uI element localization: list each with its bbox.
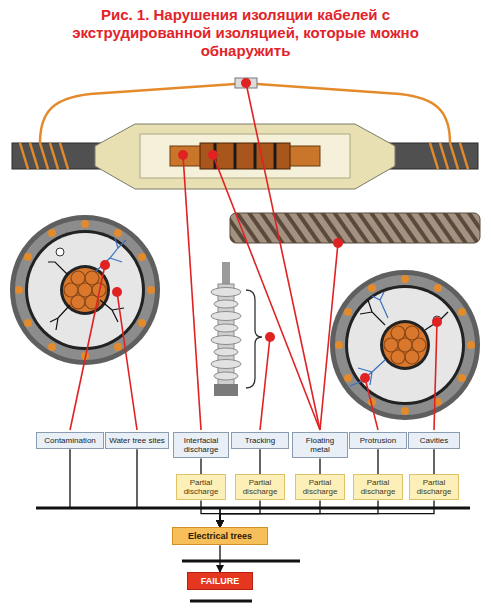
cause-box: Contamination [36, 432, 104, 449]
box-label: Partial discharge [299, 478, 341, 496]
cross-section-right [330, 270, 480, 420]
joint-insulation [140, 134, 350, 178]
cause-box: Interfacial discharge [173, 432, 229, 458]
insulator-stem [222, 262, 230, 286]
cause-box: Floating metal [292, 432, 348, 458]
box-label: Electrical trees [176, 531, 264, 541]
box-label: Protrusion [353, 436, 403, 445]
box-label: Interfacial discharge [177, 436, 225, 454]
box-label: Contamination [40, 436, 100, 445]
joint-body [95, 124, 395, 189]
connector [319, 458, 320, 474]
cavity [56, 248, 64, 256]
figure-title: Рис. 1. Нарушения изоляции кабелей с экс… [40, 6, 451, 60]
box-label: Partial discharge [357, 478, 399, 496]
connector [201, 500, 220, 527]
connector [259, 449, 260, 474]
cause-box: Cavities [408, 432, 460, 449]
failure-box: FAILURE [187, 572, 253, 590]
box-label: Water tree sites [109, 436, 165, 445]
bracket [246, 290, 262, 388]
cross-section-left [10, 215, 160, 365]
box-label: Partial discharge [239, 478, 281, 496]
effect-box: Partial discharge [409, 474, 459, 500]
effect-box: Partial discharge [353, 474, 403, 500]
cause-box: Protrusion [349, 432, 407, 449]
trees [48, 238, 448, 386]
ferrule-bands [215, 143, 275, 169]
bonding-wires [20, 84, 468, 169]
leader-lines [70, 83, 437, 430]
box-label: Partial discharge [180, 478, 222, 496]
box-label: Tracking [235, 436, 285, 445]
connector [200, 458, 201, 474]
insulator-base [214, 384, 238, 396]
connector [377, 449, 378, 474]
cause-box: Water tree sites [105, 432, 169, 449]
connector [219, 545, 220, 572]
effect-box: Partial discharge [295, 474, 345, 500]
effect-box: Partial discharge [176, 474, 226, 500]
box-label: Partial discharge [413, 478, 455, 496]
effect-box: Partial discharge [235, 474, 285, 500]
bus-bar [182, 560, 300, 563]
connector [433, 449, 434, 474]
box-label: FAILURE [191, 576, 249, 586]
stranded-cable [230, 213, 480, 243]
ferrule [200, 143, 290, 169]
insulator-sheds [211, 288, 241, 381]
leader-dots [100, 78, 442, 383]
box-label: Floating metal [296, 436, 344, 454]
bus-bar [190, 600, 252, 603]
stage-box: Electrical trees [172, 527, 268, 545]
box-label: Cavities [412, 436, 456, 445]
cause-box: Tracking [231, 432, 289, 449]
link-box [235, 78, 257, 88]
connector [220, 500, 434, 527]
